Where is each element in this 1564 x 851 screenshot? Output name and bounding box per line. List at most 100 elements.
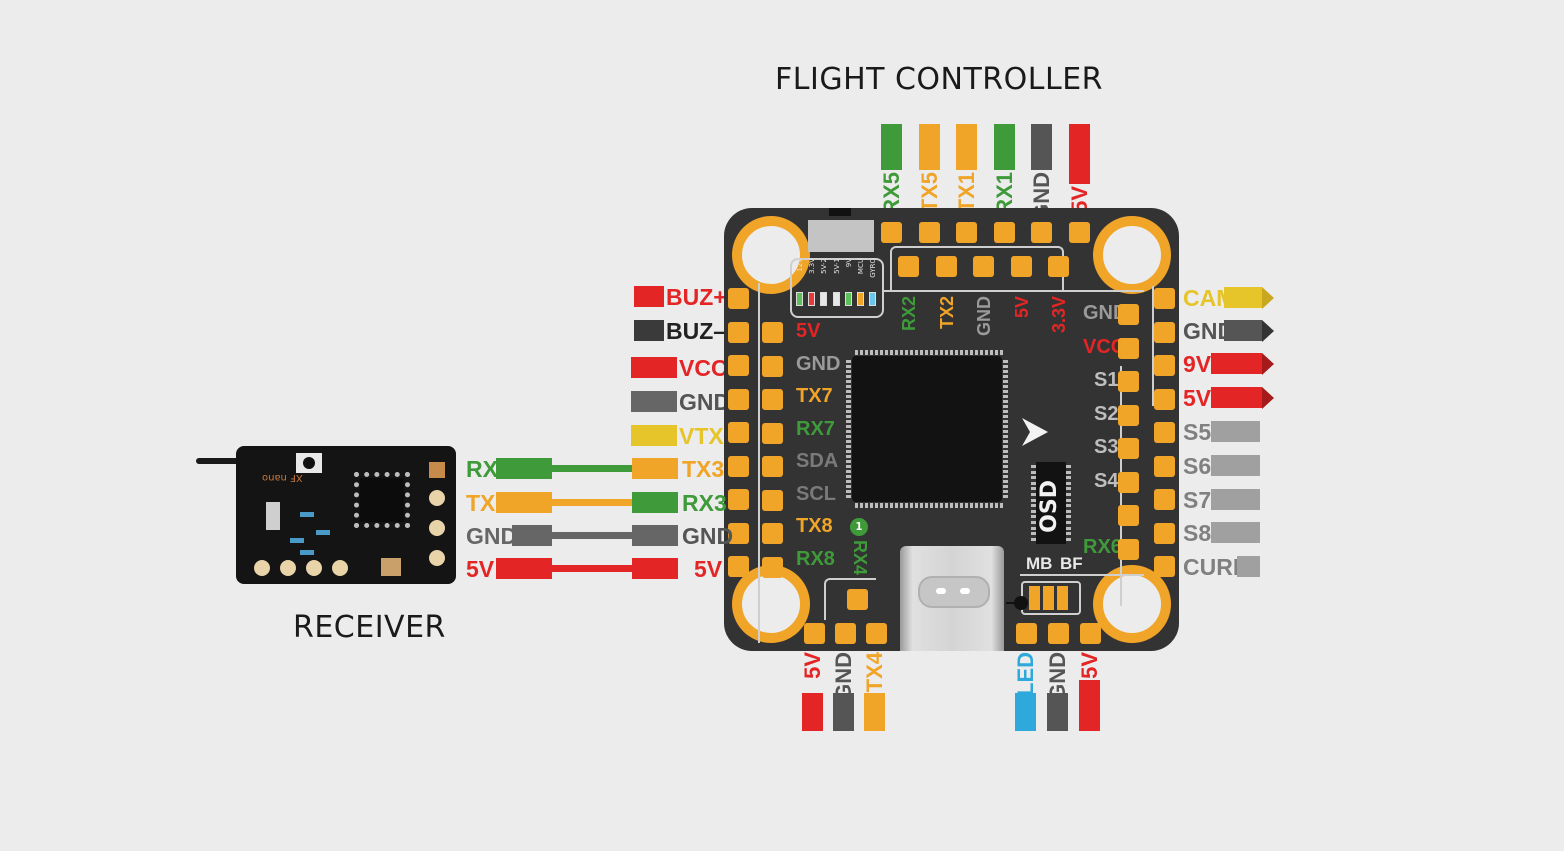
solder-pad: [728, 422, 749, 443]
mcu-pin: [975, 350, 978, 355]
mcu-pin: [990, 350, 993, 355]
solder-pad: [728, 355, 749, 376]
right-wire: [1237, 556, 1260, 577]
status-led-label: MCU: [857, 258, 865, 275]
osd-pin: [1066, 487, 1071, 491]
mcu-pin: [890, 503, 893, 508]
bf-label: BF: [1060, 554, 1083, 573]
mcu-pin: [910, 503, 913, 508]
receiver-wire: [548, 465, 638, 472]
osd-pin: [1031, 509, 1036, 513]
mcu-pin: [955, 503, 958, 508]
osd-pin: [1066, 493, 1071, 496]
inner-right-label: S1: [1094, 369, 1119, 391]
solder-pad: [835, 623, 856, 644]
mcu-pin: [995, 350, 998, 355]
mcu-pin: [865, 503, 868, 508]
receiver-title: RECEIVER: [293, 610, 446, 645]
mcu-pin: [1003, 495, 1008, 498]
mcu-pin: [846, 430, 851, 433]
mounting-hole: [1093, 565, 1171, 643]
inner-left-label: TX7: [796, 385, 833, 407]
receiver-component: [300, 512, 314, 517]
fc-wire-end: [632, 492, 678, 513]
inner-right-label: RX6: [1083, 536, 1122, 558]
solder-pad: [866, 623, 887, 644]
mcu-pin: [880, 350, 883, 355]
right-wire: [1224, 287, 1262, 308]
mcu-pin: [1003, 395, 1008, 398]
mcu-pin: [1003, 380, 1008, 383]
mcu-pin: [880, 503, 883, 508]
receiver-button-knob: [303, 457, 315, 469]
osd-pin: [1031, 493, 1036, 496]
mcu-pin: [846, 460, 851, 463]
mcu-pin: [905, 503, 908, 508]
solder-pad: [1010, 256, 1032, 277]
status-led-label: 9V: [844, 258, 853, 268]
mcu-pin: [930, 503, 933, 508]
solder-pad: [762, 456, 783, 477]
boot-button[interactable]: [808, 220, 874, 252]
solder-pad: [1118, 471, 1139, 493]
mcu-pin: [846, 455, 851, 458]
receiver-chip-pins: [354, 472, 410, 528]
receiver-component: [290, 538, 304, 543]
solder-pad: [1118, 505, 1139, 526]
status-led: [820, 292, 828, 306]
mcu-pin: [870, 503, 873, 508]
fc-wire-end: [632, 558, 678, 579]
left-wire: [631, 357, 677, 378]
mcu-pin: [1003, 405, 1008, 408]
inner-left-label: RX8: [796, 547, 835, 570]
status-led: [844, 292, 852, 306]
receiver-wire: [548, 499, 638, 506]
silkscreen-line: [1020, 574, 1144, 576]
osd-pin: [1066, 481, 1071, 485]
mcu-pin: [950, 503, 953, 508]
inner-top-label: RX2: [899, 296, 919, 332]
receiver-wire-label: 5V: [466, 556, 495, 582]
solder-pad: [728, 556, 749, 577]
receiver-board: XF nano: [236, 446, 456, 584]
mcu-pin: [990, 503, 993, 508]
osd-pin: [1031, 481, 1036, 485]
mcu-pin: [846, 450, 851, 453]
osd-pin: [1031, 526, 1036, 530]
inner-left-label: GND: [796, 352, 841, 375]
osd-pin: [1031, 515, 1036, 519]
mcu-pin: [846, 395, 851, 398]
mcu-pin: [925, 503, 928, 508]
solder-pad: [1118, 337, 1139, 359]
mcu-pin: [890, 350, 893, 355]
mcu-pin: [855, 503, 858, 508]
solder-pad: [1154, 489, 1175, 510]
solder-pad: [762, 422, 783, 444]
solder-pad: [1154, 556, 1175, 577]
receiver-pad: [429, 550, 445, 566]
solder-pad: [728, 455, 749, 477]
status-led: [832, 292, 840, 306]
mcu-pin: [846, 470, 851, 473]
mcu-pin: [1003, 435, 1008, 438]
receiver-component: [266, 502, 280, 530]
receiver-pad: [429, 462, 445, 478]
mcu-pin: [846, 435, 851, 438]
silkscreen-outline: [824, 578, 876, 620]
mcu-pin: [870, 350, 873, 355]
osd-pin: [1066, 465, 1071, 468]
osd-pin: [1066, 504, 1071, 508]
receiver-button[interactable]: [296, 453, 322, 473]
mcu-pin: [1003, 465, 1008, 468]
solder-pad: [1154, 388, 1175, 410]
mcu-pin: [965, 350, 968, 355]
usb-c-port[interactable]: [900, 546, 1004, 651]
status-led-label: GYRO: [869, 258, 878, 278]
receiver-wire-end: [496, 458, 552, 479]
status-led: [796, 292, 803, 306]
bottom-wire: [1015, 693, 1036, 731]
selector-pad: [1043, 586, 1054, 610]
usb-c-detail: [960, 588, 970, 594]
inner-right-label: S2: [1094, 402, 1119, 425]
solder-pad: [762, 489, 783, 511]
